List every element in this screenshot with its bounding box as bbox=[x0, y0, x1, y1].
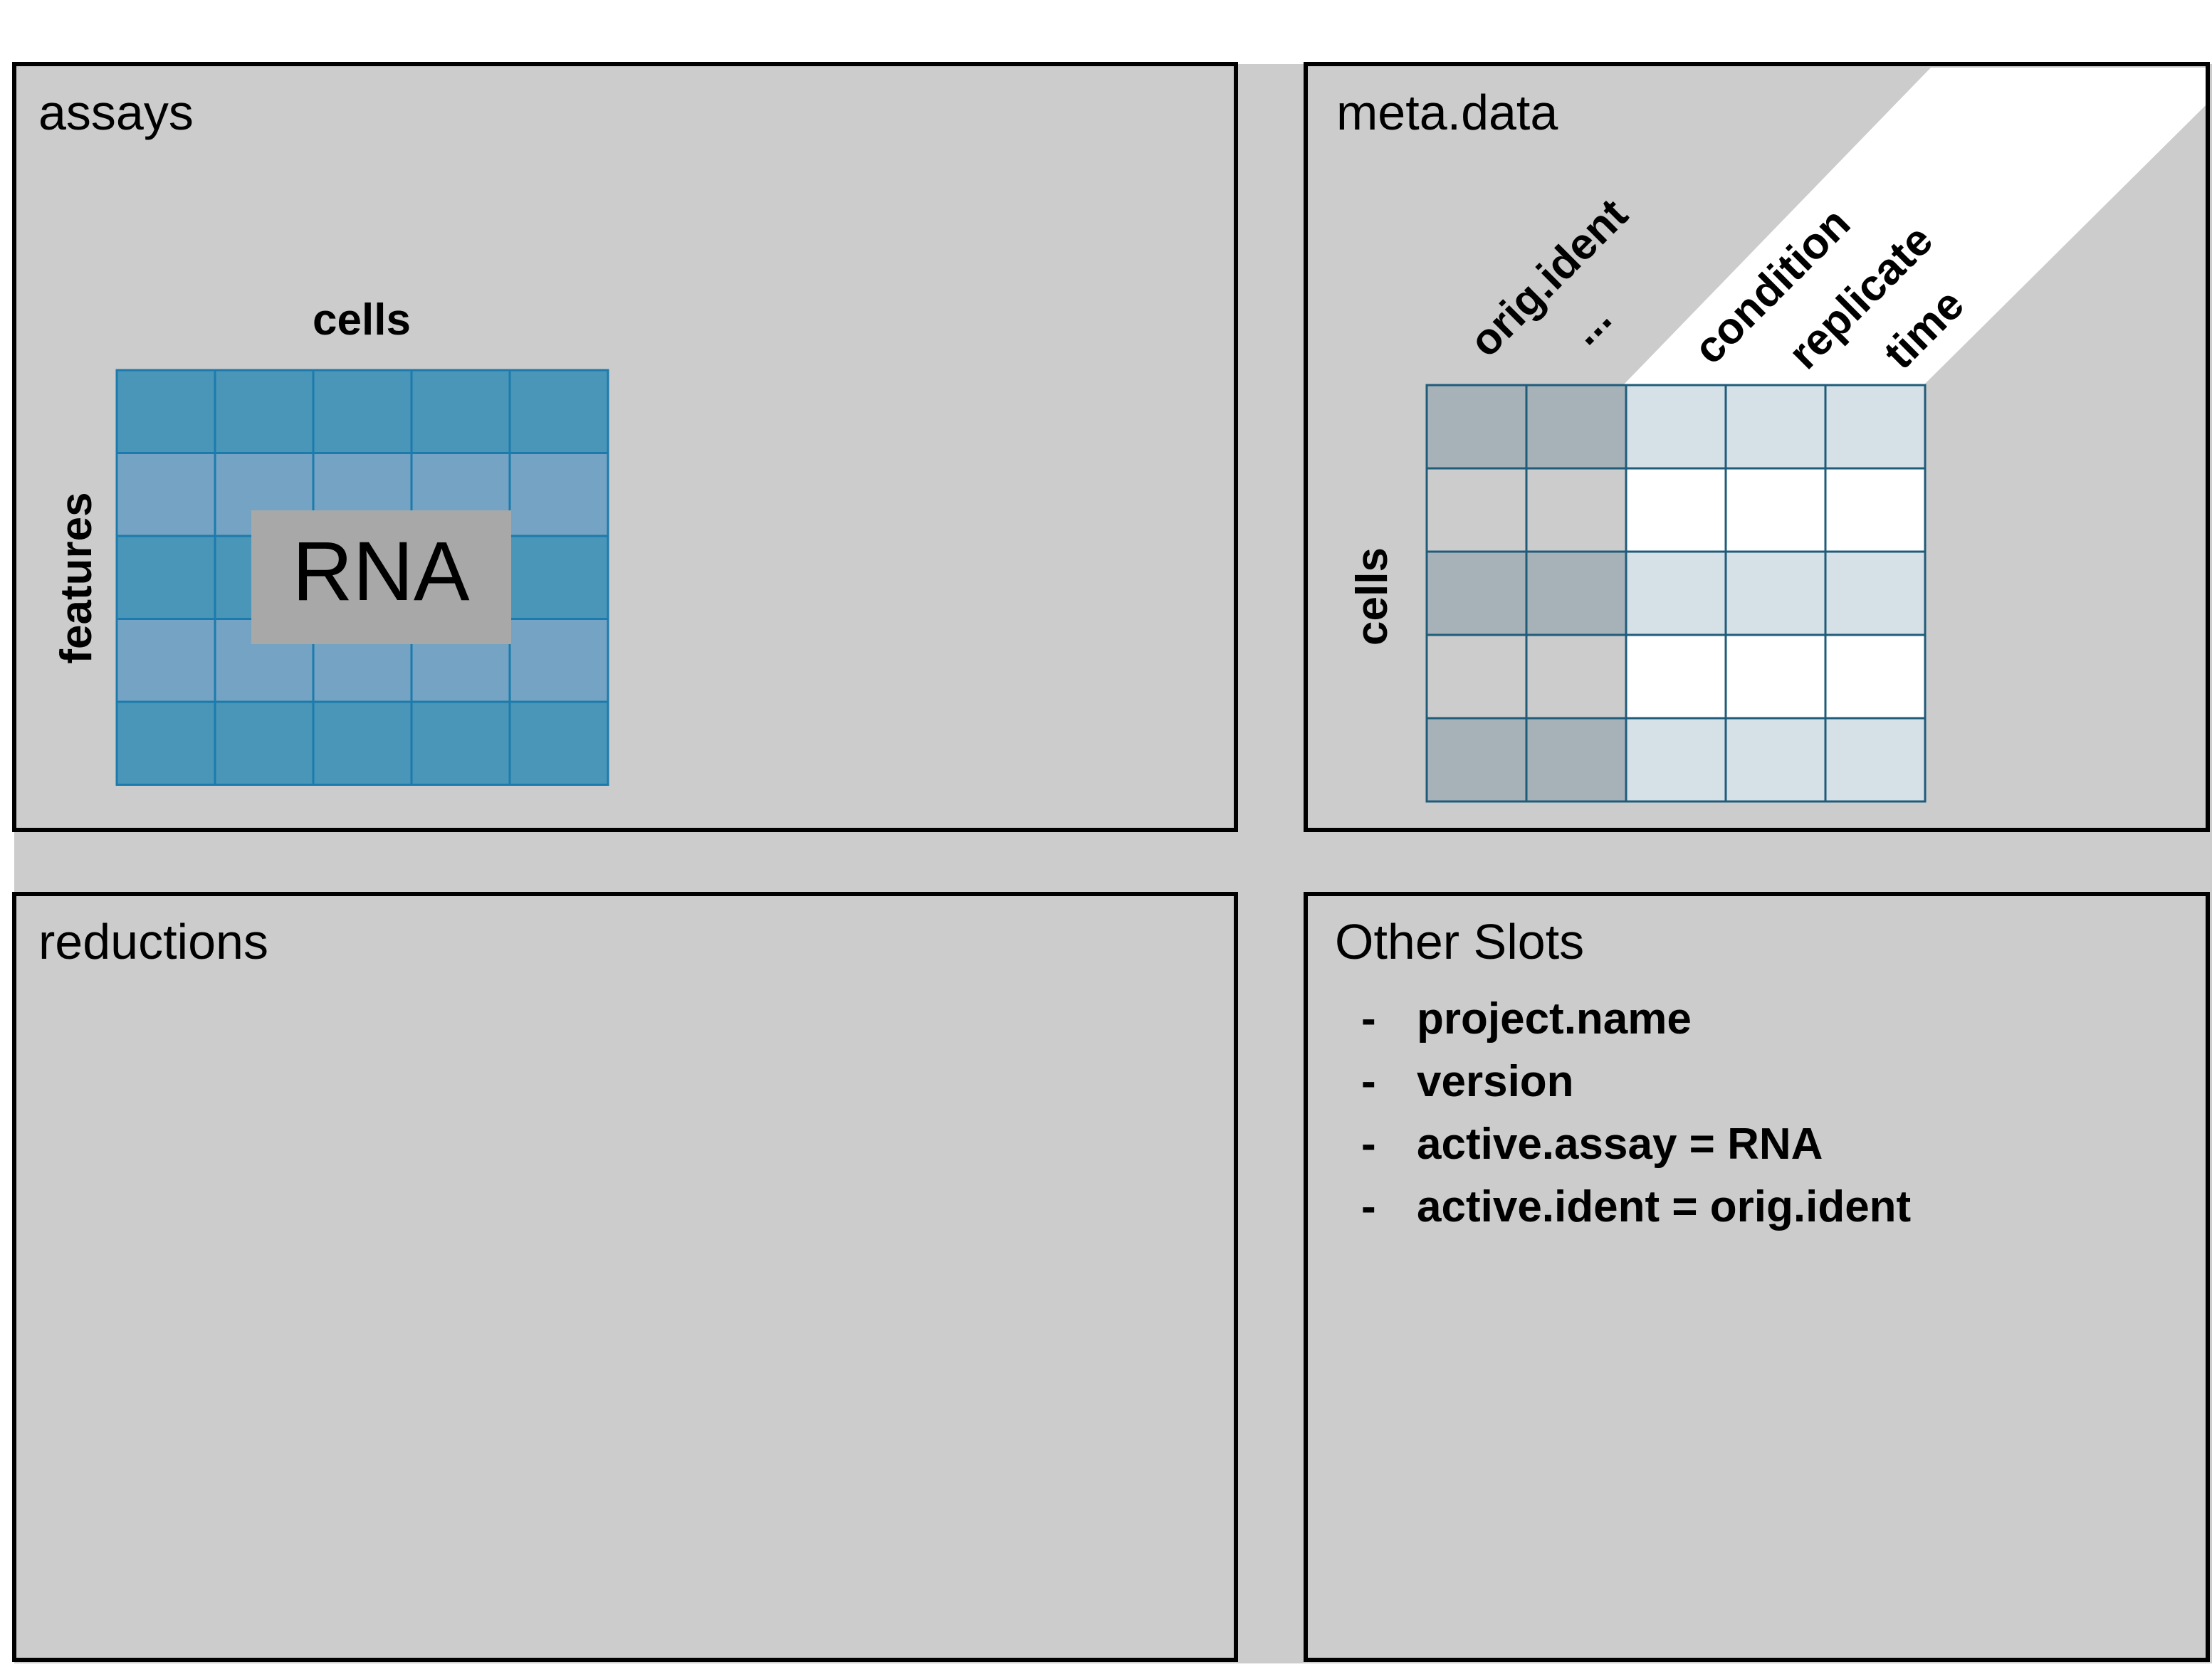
assay-name-label: RNA bbox=[292, 525, 469, 619]
assay-features-axis-label: features bbox=[52, 492, 101, 663]
assay-matrix-cell bbox=[508, 618, 609, 703]
meta-custom-cell bbox=[1625, 384, 1727, 470]
assay-matrix-cell bbox=[508, 700, 609, 786]
other-slots-list: - project.name - version - active.assay … bbox=[1361, 994, 1911, 1231]
assay-matrix-cell bbox=[508, 369, 609, 454]
meta-custom-cell bbox=[1625, 550, 1727, 636]
list-bullet: - bbox=[1361, 994, 1376, 1043]
meta-data-panel: meta.data cells orig.ident ... condition… bbox=[1304, 62, 2210, 832]
meta-custom-cell bbox=[1724, 384, 1827, 470]
assay-matrix-cell bbox=[115, 452, 216, 537]
slot-item-project-name: project.name bbox=[1417, 994, 1692, 1043]
meta-custom-cell bbox=[1724, 550, 1827, 636]
assay-matrix-cell bbox=[508, 452, 609, 537]
reductions-panel: reductions bbox=[12, 892, 1238, 1662]
assay-matrix-cell bbox=[115, 700, 216, 786]
meta-builtin-cell bbox=[1425, 384, 1528, 470]
meta-custom-cell bbox=[1824, 633, 1927, 720]
slot-item-version: version bbox=[1417, 1057, 1574, 1106]
meta-custom-cell bbox=[1824, 384, 1927, 470]
meta-cells-axis-label: cells bbox=[1348, 547, 1397, 646]
assay-matrix-cell bbox=[115, 535, 216, 620]
assay-matrix-cell bbox=[312, 369, 413, 454]
meta-builtin-cell bbox=[1525, 717, 1627, 803]
reductions-title: reductions bbox=[38, 914, 268, 969]
list-bullet: - bbox=[1361, 1182, 1376, 1231]
assays-title: assays bbox=[38, 85, 194, 140]
meta-builtin-cell bbox=[1425, 717, 1528, 803]
assay-matrix-cell bbox=[115, 369, 216, 454]
meta-custom-cell bbox=[1625, 467, 1727, 553]
meta-custom-cell bbox=[1824, 467, 1927, 553]
meta-builtin-cell bbox=[1525, 633, 1627, 720]
meta-custom-cell bbox=[1724, 467, 1827, 553]
assay-matrix-cell bbox=[410, 369, 511, 454]
meta-builtin-cell bbox=[1425, 550, 1528, 636]
meta-builtin-cell bbox=[1525, 384, 1627, 470]
other-slots-panel: Other Slots - project.name - version - a… bbox=[1304, 892, 2210, 1662]
meta-custom-cell bbox=[1724, 633, 1827, 720]
reductions-panel-frame bbox=[12, 892, 1238, 1662]
other-slots-panel-frame bbox=[1304, 892, 2210, 1662]
assay-matrix-cell bbox=[115, 618, 216, 703]
meta-data-table-grid bbox=[1425, 384, 1927, 803]
assay-name-box bbox=[251, 510, 511, 644]
custom-columns-highlight bbox=[1623, 68, 2206, 385]
assay-matrix-cell bbox=[410, 700, 511, 786]
assay-matrix-cell bbox=[214, 369, 315, 454]
assay-cells-axis-label: cells bbox=[313, 295, 411, 345]
list-bullet: - bbox=[1361, 1057, 1376, 1106]
meta-custom-cell bbox=[1625, 717, 1727, 803]
assays-panel: assays cells features RNA bbox=[12, 62, 1238, 832]
assay-matrix-cell bbox=[508, 535, 609, 620]
list-bullet: - bbox=[1361, 1120, 1376, 1169]
slot-item-active-assay: active.assay = RNA bbox=[1417, 1120, 1823, 1169]
meta-builtin-cell bbox=[1425, 467, 1528, 553]
meta-custom-cell bbox=[1724, 717, 1827, 803]
meta-custom-cell bbox=[1824, 550, 1927, 636]
meta-data-title: meta.data bbox=[1336, 85, 1558, 140]
meta-builtin-cell bbox=[1425, 633, 1528, 720]
meta-builtin-cell bbox=[1525, 550, 1627, 636]
other-slots-title: Other Slots bbox=[1335, 914, 1584, 969]
meta-builtin-cell bbox=[1525, 467, 1627, 553]
assay-matrix-cell bbox=[312, 700, 413, 786]
assay-matrix-cell bbox=[214, 700, 315, 786]
slot-item-active-ident: active.ident = orig.ident bbox=[1417, 1182, 1911, 1231]
meta-custom-cell bbox=[1625, 633, 1727, 720]
meta-custom-cell bbox=[1824, 717, 1927, 803]
